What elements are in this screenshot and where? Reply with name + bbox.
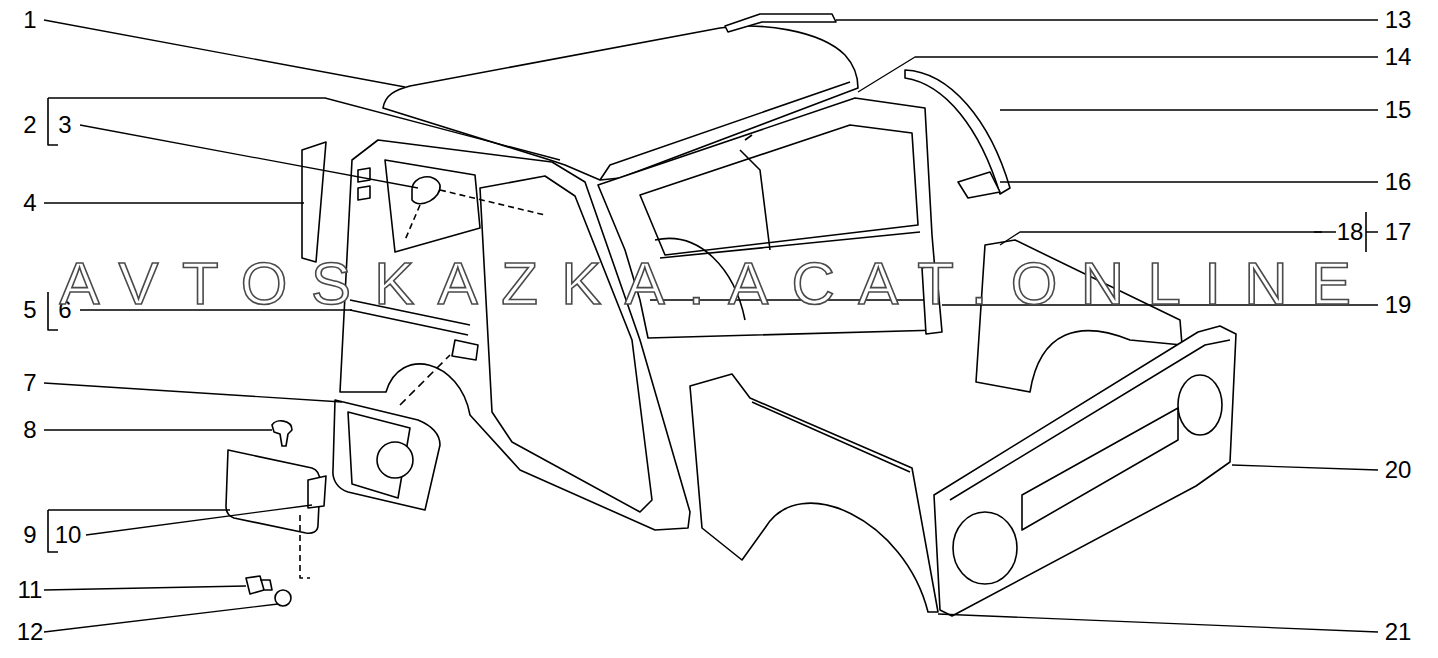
filler-arrow [400, 355, 450, 405]
front-fender [690, 374, 938, 612]
filler-hole [452, 340, 478, 360]
callout-number: 9 [23, 523, 36, 547]
windshield-opening [640, 125, 918, 255]
assembly-line [300, 515, 310, 578]
lid-hinge [308, 476, 326, 508]
front-panel [934, 326, 1236, 616]
callout-number: 18 [1337, 220, 1364, 244]
callout-number: 11 [18, 578, 43, 602]
callout-number: 8 [23, 418, 36, 442]
callout-number: 4 [23, 191, 36, 215]
callout-number: 7 [23, 371, 36, 395]
headlight [953, 512, 1017, 584]
screw [272, 421, 292, 446]
callout-number: 13 [1385, 8, 1412, 32]
side-panel [340, 140, 690, 530]
filler-neck [377, 442, 413, 478]
bolt [246, 576, 272, 594]
filler-lid [226, 450, 320, 533]
callout-number: 20 [1385, 458, 1412, 482]
callout-number: 14 [1385, 45, 1412, 69]
vent [412, 177, 440, 204]
grille-opening [1022, 408, 1178, 530]
callout-number: 19 [1385, 293, 1412, 317]
leader-line [44, 20, 1378, 632]
rear-window [385, 160, 480, 252]
callout-number: 10 [55, 523, 82, 547]
callout-number: 15 [1385, 98, 1412, 122]
watermark: AVTOSKAZKA.ACAT.ONLINE [60, 254, 1375, 314]
callout-number: 16 [1385, 170, 1412, 194]
front-panel-edge [950, 340, 1230, 500]
seal-bracket [958, 172, 1000, 198]
vent-arrows [405, 190, 545, 240]
headlight [1178, 375, 1222, 435]
pillar-trim [302, 142, 326, 262]
callout-number: 12 [17, 620, 44, 644]
callout-number: 17 [1385, 220, 1412, 244]
callout-number: 21 [1385, 620, 1412, 644]
windshield-seal [905, 70, 1010, 194]
callout-number: 3 [58, 113, 71, 137]
fender-edge [752, 402, 910, 472]
callout-number: 1 [23, 8, 36, 32]
callout-number: 5 [23, 298, 36, 322]
door-opening [480, 176, 652, 512]
bracket [48, 98, 1366, 552]
callout-number: 2 [23, 113, 36, 137]
filler-housing [333, 400, 440, 510]
roof-rail [725, 14, 836, 32]
